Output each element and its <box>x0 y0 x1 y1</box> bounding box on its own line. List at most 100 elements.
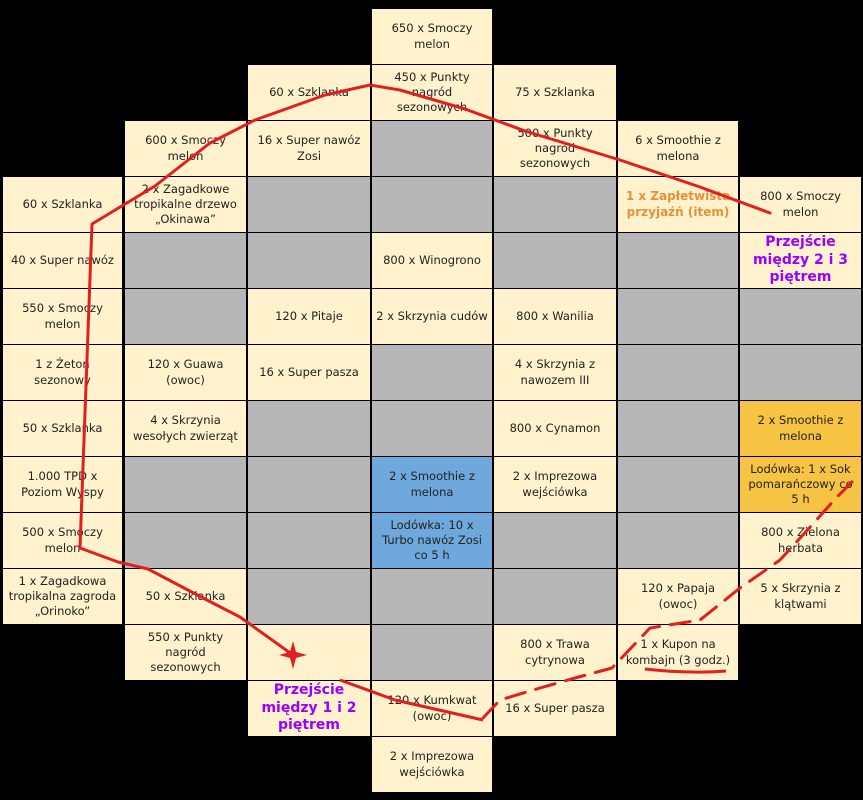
tile[interactable]: 500 x Smoczy melon <box>2 512 123 569</box>
tile-highlight-blue[interactable]: Lodówka: 10 x Turbo nawóz Zosi co 5 h <box>371 512 493 569</box>
tile-label: 800 x Smoczy melon <box>760 189 841 219</box>
tile[interactable]: 40 x Super nawóz <box>2 232 123 289</box>
tile-label: 60 x Szklanka <box>269 84 349 99</box>
tile-label: 4 x Skrzynia z nawozem III <box>514 357 596 387</box>
tile[interactable]: 2 x Skrzynia cudów <box>371 288 493 345</box>
empty-tile <box>247 176 371 233</box>
tile-label: Lodówka: 1 x Sok pomarańczowy co 5 h <box>748 461 853 507</box>
empty-tile <box>739 288 862 345</box>
tile[interactable]: 550 x Smoczy melon <box>2 288 123 345</box>
tile[interactable]: 550 x Punkty nagród sezonowych <box>124 624 247 681</box>
empty-tile <box>617 400 739 457</box>
empty-tile <box>247 568 371 625</box>
tile-label: 16 x Super pasza <box>259 364 359 379</box>
tile-label: 2 x Skrzynia cudów <box>376 308 488 323</box>
tile[interactable]: 1 x Zagadkowa tropikalna zagroda „Orinok… <box>2 568 123 625</box>
empty-tile <box>247 400 371 457</box>
tile[interactable]: 16 x Super nawóz Zosi <box>247 120 371 177</box>
tile[interactable]: 120 x Guawa (owoc) <box>124 344 247 401</box>
tile[interactable]: 450 x Punkty nagród sezonowych <box>371 64 493 121</box>
tile-highlight-blue[interactable]: 2 x Smoothie z melona <box>371 456 493 513</box>
tile-label: 600 x Smoczy melon <box>145 133 226 163</box>
tile-label: 60 x Szklanka <box>22 196 103 211</box>
tile[interactable]: 6 x Smoothie z melona <box>617 120 739 177</box>
tile-label: 2 x Smoothie z melona <box>389 469 475 499</box>
tile-highlight-gold[interactable]: Lodówka: 1 x Sok pomarańczowy co 5 h <box>739 456 862 513</box>
empty-tile <box>247 456 371 513</box>
tile-label: 5 x Skrzynia z klątwami <box>760 581 841 611</box>
floor-transition-1-2[interactable]: Przejście między 1 i 2 piętrem <box>247 680 371 737</box>
tile-label: 1 x Kupon na kombajn (3 godz.) <box>625 637 731 667</box>
tile[interactable]: 2 x Imprezowa wejściówka <box>493 456 617 513</box>
empty-tile <box>493 512 617 569</box>
tile[interactable]: 5 x Skrzynia z klątwami <box>739 568 862 625</box>
tile[interactable]: 1 x Kupon na kombajn (3 godz.) <box>617 624 739 681</box>
tile[interactable]: 800 x Zielona herbata <box>739 512 862 569</box>
tile[interactable]: 50 x Szklanka <box>2 400 123 457</box>
tile-label: 800 x Wanilia <box>516 308 594 323</box>
tile-highlight-gold[interactable]: 2 x Smoothie z melona <box>739 400 862 457</box>
tile-label: 1 x Zagadkowa tropikalna zagroda „Orinok… <box>8 573 117 619</box>
tile-label: 6 x Smoothie z melona <box>635 133 721 163</box>
tile[interactable]: 800 x Smoczy melon <box>739 176 862 233</box>
tile[interactable]: 60 x Szklanka <box>247 64 371 121</box>
floor-transition-label: Przejście między 1 i 2 piętrem <box>261 682 357 734</box>
start-tile[interactable] <box>247 624 371 681</box>
tile[interactable]: 2 x Imprezowa wejściówka <box>371 736 493 793</box>
empty-tile <box>247 512 371 569</box>
special-item-label: 1 x Zapłetwista przyjaźń (item) <box>625 188 731 219</box>
empty-tile <box>124 456 247 513</box>
empty-tile <box>124 288 247 345</box>
empty-tile <box>371 120 493 177</box>
tile-label: 550 x Punkty nagród sezonowych <box>147 629 224 675</box>
empty-tile <box>124 232 247 289</box>
tile[interactable]: 4 x Skrzynia wesołych zwierząt <box>124 400 247 457</box>
tile-label: 800 x Winogrono <box>383 252 481 267</box>
tile[interactable]: 800 x Wanilia <box>493 288 617 345</box>
tile[interactable]: 500 x Punkty nagród sezonowych <box>493 120 617 177</box>
empty-tile <box>247 232 371 289</box>
tile[interactable]: 800 x Cynamon <box>493 400 617 457</box>
empty-tile <box>371 400 493 457</box>
tile-label: 500 x Punkty nagród sezonowych <box>517 125 593 171</box>
floor-transition-2-3[interactable]: Przejście między 2 i 3 piętrem <box>739 232 862 289</box>
tile-label: 800 x Zielona herbata <box>761 525 840 555</box>
tile[interactable]: 120 x Pitaje <box>247 288 371 345</box>
tile[interactable]: 800 x Winogrono <box>371 232 493 289</box>
tile[interactable]: 16 x Super pasza <box>247 344 371 401</box>
tile[interactable]: 120 x Kumkwat (owoc) <box>371 680 493 737</box>
tile-label: 2 x Imprezowa wejściówka <box>389 749 475 779</box>
tile-label: 120 x Pitaje <box>275 308 343 323</box>
empty-tile <box>617 288 739 345</box>
tile[interactable]: 650 x Smoczy melon <box>371 8 493 65</box>
tile-label: 1 z Żeton sezonowy <box>34 357 91 387</box>
tile-label: 75 x Szklanka <box>515 84 595 99</box>
empty-tile <box>371 176 493 233</box>
empty-tile <box>493 568 617 625</box>
empty-tile <box>371 568 493 625</box>
tile[interactable]: 50 x Szklanka <box>124 568 247 625</box>
tile[interactable]: 16 x Super pasza <box>493 680 617 737</box>
tile[interactable]: 60 x Szklanka <box>2 176 123 233</box>
tile-label: 16 x Super nawóz Zosi <box>257 133 361 163</box>
empty-tile <box>617 512 739 569</box>
tile-label: 50 x Szklanka <box>145 588 226 603</box>
tile[interactable]: 4 x Skrzynia z nawozem III <box>493 344 617 401</box>
empty-tile <box>739 344 862 401</box>
tile-label: 120 x Papaja (owoc) <box>640 581 716 611</box>
tile-label: 800 x Cynamon <box>509 420 601 435</box>
tile[interactable]: 75 x Szklanka <box>493 64 617 121</box>
empty-tile <box>617 344 739 401</box>
tile-special-item[interactable]: 1 x Zapłetwista przyjaźń (item) <box>617 176 739 233</box>
tile[interactable]: 1.000 TPD x Poziom Wyspy <box>2 456 123 513</box>
tile-label: 2 x Zagadkowe tropikalne drzewo „Okinawa… <box>134 181 237 227</box>
tile[interactable]: 600 x Smoczy melon <box>124 120 247 177</box>
tile-label: 40 x Super nawóz <box>11 252 114 267</box>
tile[interactable]: 120 x Papaja (owoc) <box>617 568 739 625</box>
tile[interactable]: 2 x Zagadkowe tropikalne drzewo „Okinawa… <box>124 176 247 233</box>
tile[interactable]: 1 z Żeton sezonowy <box>2 344 123 401</box>
tile-label: 800 x Trawa cytrynowa <box>520 637 590 667</box>
tile[interactable]: 800 x Trawa cytrynowa <box>493 624 617 681</box>
tile-label: 550 x Smoczy melon <box>22 301 103 331</box>
